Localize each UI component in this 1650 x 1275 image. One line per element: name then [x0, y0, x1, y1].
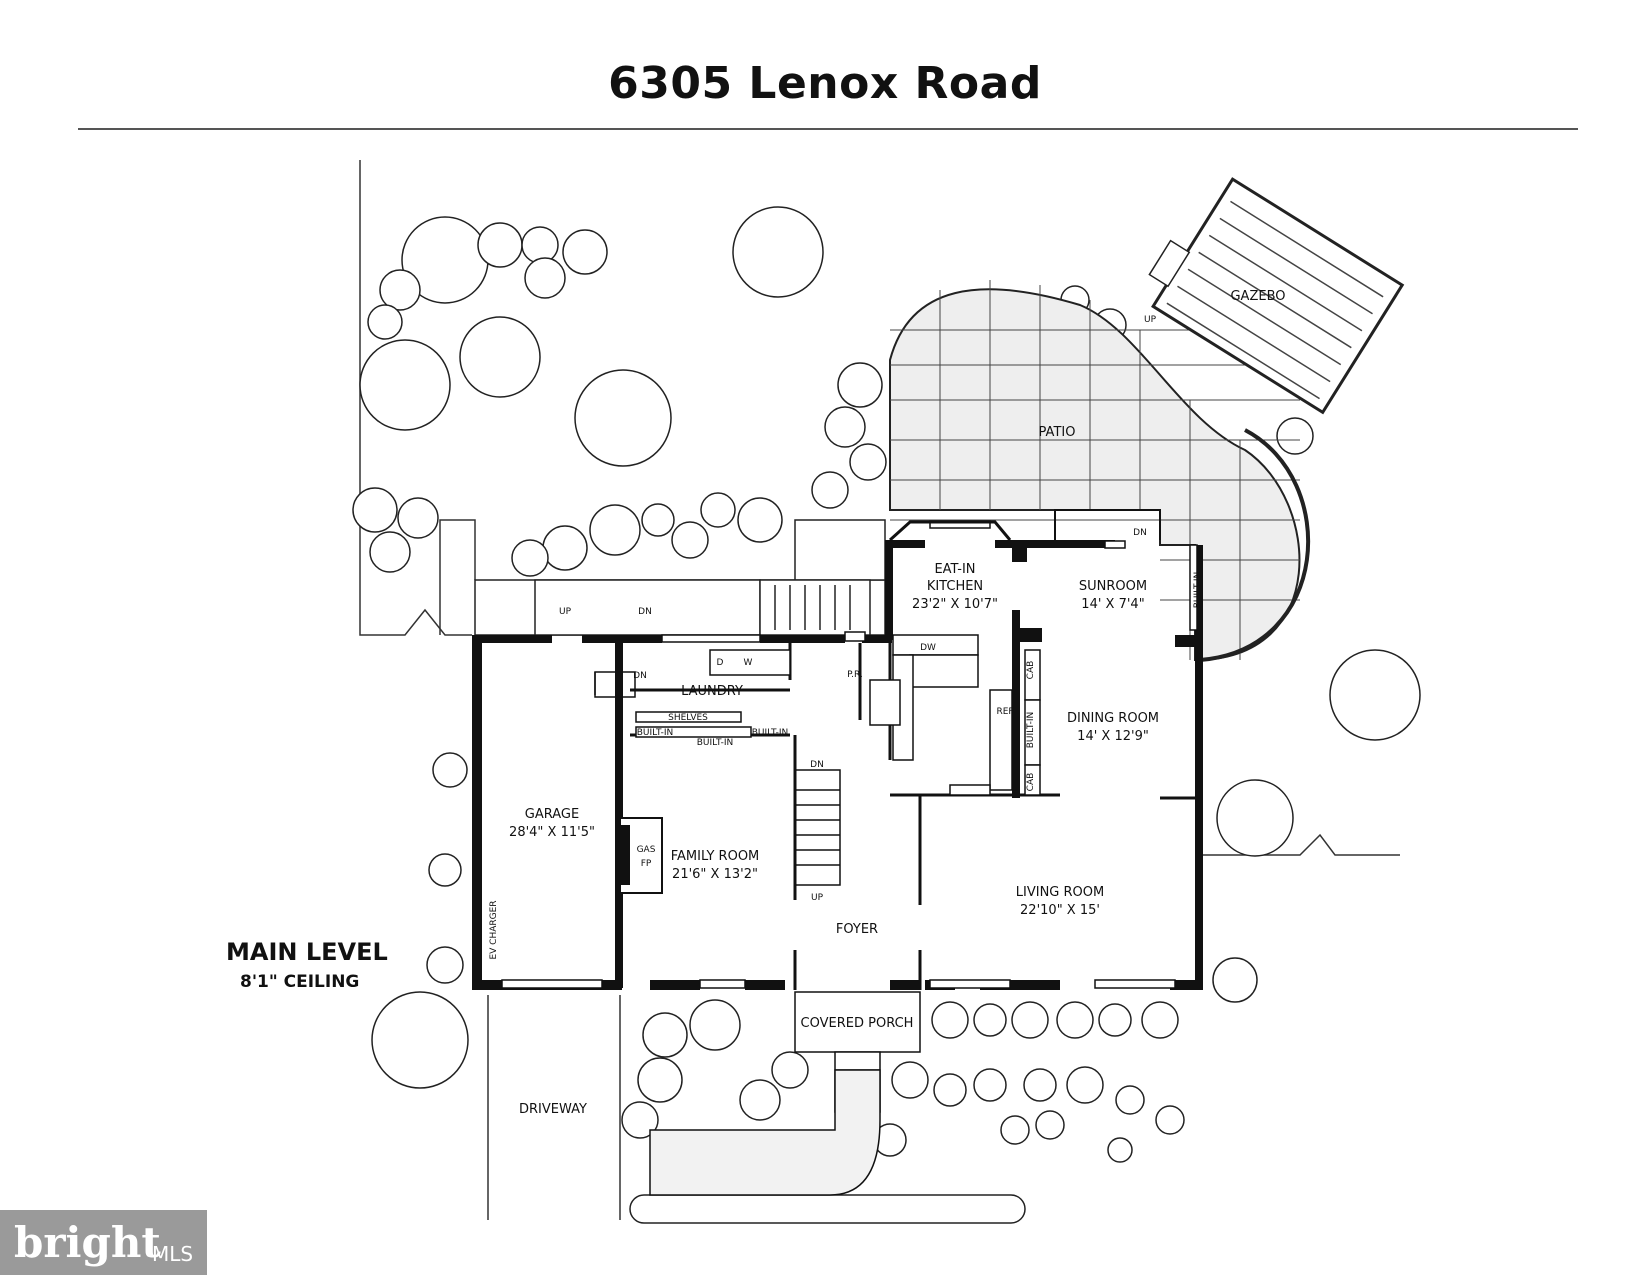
level-name: MAIN LEVEL — [226, 938, 388, 966]
porch-label: COVERED PORCH — [801, 1016, 914, 1031]
kitchen-counters — [635, 634, 1041, 796]
builtin-label-2: BUILT-IN — [697, 738, 734, 748]
deck-up-label: UP — [559, 607, 572, 617]
gazebo-up-label: UP — [1144, 315, 1157, 325]
builtin-label-4: BUILT-IN — [1026, 712, 1036, 749]
living-label: LIVING ROOM — [1016, 885, 1104, 900]
ceiling-height: 8'1" CEILING — [240, 972, 360, 992]
foyer-label: FOYER — [836, 922, 878, 937]
kitchen-label-a: EAT-IN — [934, 562, 975, 577]
main-stair — [594, 671, 841, 886]
builtin-label-3: BUILT-IN — [752, 728, 789, 738]
windows — [501, 520, 1198, 989]
gazebo — [1148, 177, 1405, 415]
brand-suffix: MLS — [152, 1242, 194, 1266]
laundry-label: LAUNDRY — [681, 684, 743, 699]
stair-dn-label: DN — [810, 760, 824, 770]
family-dim: 21'6" X 13'2" — [672, 867, 758, 882]
family-label: FAMILY ROOM — [671, 849, 760, 864]
brand-watermark: bright MLS — [0, 1210, 207, 1275]
property-lines — [359, 160, 1400, 1220]
garage-label: GARAGE — [525, 807, 579, 822]
dining-dim: 14' X 12'9" — [1077, 729, 1149, 744]
landscaping — [352, 206, 1421, 1163]
builtin-label-5: BUILT-IN — [1193, 572, 1203, 609]
dw-label: DW — [920, 643, 936, 653]
ref-label: REF — [996, 707, 1013, 717]
kitchen-dim: 23'2" X 10'7" — [912, 597, 998, 612]
patio-pavers — [890, 280, 1300, 660]
driveway-label: DRIVEWAY — [519, 1102, 587, 1117]
sunroom-label: SUNROOM — [1079, 579, 1147, 594]
kitchen-bay — [888, 520, 1012, 542]
brand-name: bright — [14, 1218, 161, 1267]
dryer-label: D — [717, 658, 724, 668]
washer-label: W — [744, 658, 753, 668]
sunroom-dim: 14' X 7'4" — [1081, 597, 1144, 612]
fp-label: FP — [641, 859, 652, 869]
plan-title: 6305 Lenox Road — [608, 58, 1042, 109]
deck-dn-label: DN — [638, 607, 652, 617]
builtin-label-1: BUILT-IN — [637, 728, 674, 738]
kitchen-label-b: KITCHEN — [927, 579, 983, 594]
ev-charger-label: EV CHARGER — [489, 900, 499, 959]
gas-label: GAS — [637, 845, 656, 855]
patio-wall — [1199, 428, 1311, 662]
cab-label-2: CAB — [1026, 773, 1036, 792]
patio-label: PATIO — [1039, 425, 1076, 440]
patio-dn-label: DN — [1133, 528, 1147, 538]
front-walk — [649, 1069, 881, 1196]
gas-fireplace — [618, 817, 663, 894]
shelves-label: SHELVES — [668, 713, 708, 723]
dining-label: DINING ROOM — [1067, 711, 1159, 726]
stair-up-label: UP — [811, 893, 824, 903]
title-divider — [78, 128, 1578, 130]
powder-room-label: P.R. — [847, 670, 863, 680]
front-planting-bed — [629, 1194, 1026, 1224]
gazebo-label: GAZEBO — [1230, 289, 1285, 304]
laundry-dn-label: DN — [633, 671, 647, 681]
sunroom-bay — [1054, 509, 1161, 540]
garage-dim: 28'4" X 11'5" — [509, 825, 595, 840]
living-dim: 22'10" X 15' — [1020, 903, 1100, 918]
cab-label-1: CAB — [1026, 661, 1036, 680]
